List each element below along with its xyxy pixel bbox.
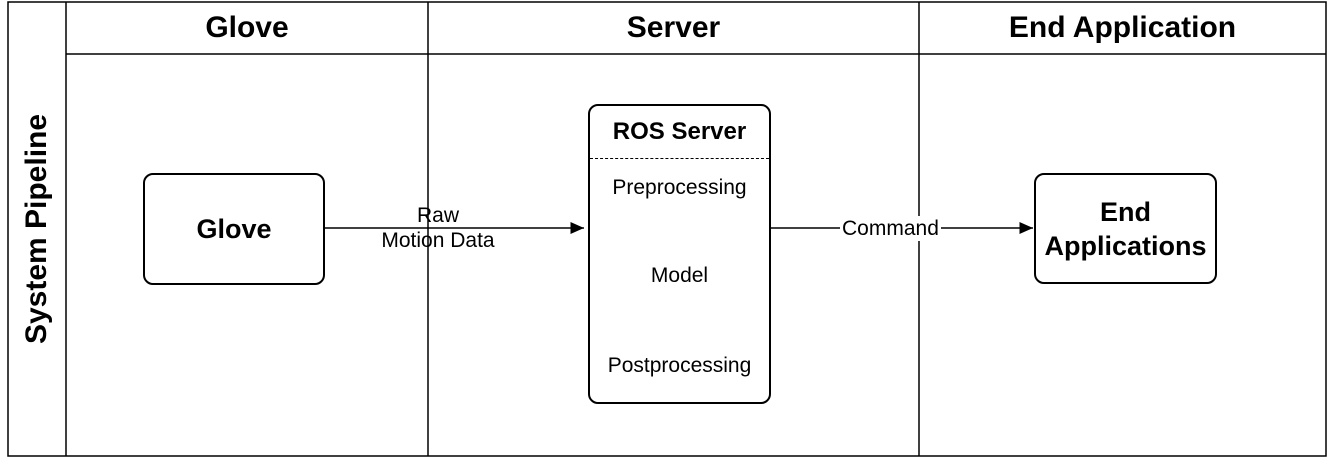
- end-applications-label-line1: End: [1100, 196, 1151, 227]
- ros-server-title: ROS Server: [590, 106, 769, 159]
- end-applications-node: End Applications: [1034, 173, 1217, 284]
- edge-label-raw: Raw: [416, 204, 459, 227]
- edge-label-raw-motion-data: Raw Motion Data: [370, 203, 506, 253]
- ros-server-node: ROS Server Preprocessing Model Postproce…: [588, 104, 771, 404]
- end-applications-label-line2: Applications: [1044, 230, 1207, 261]
- glove-node-label: Glove: [196, 213, 272, 244]
- step-postprocessing: Postprocessing: [607, 354, 752, 377]
- glove-node: Glove: [143, 173, 325, 285]
- lane-title-server: Server: [626, 11, 721, 44]
- row-title-text: System Pipeline: [20, 113, 54, 345]
- edge-label-command: Command: [840, 216, 941, 241]
- row-title: System Pipeline: [8, 2, 66, 456]
- outer-border: [7, 1, 1327, 457]
- edge-label-motion-data: Motion Data: [381, 229, 495, 252]
- lane-title-end-application: End Application: [1008, 11, 1237, 44]
- step-model: Model: [650, 264, 709, 287]
- lane-title-glove: Glove: [205, 11, 289, 44]
- step-preprocessing: Preprocessing: [612, 176, 747, 199]
